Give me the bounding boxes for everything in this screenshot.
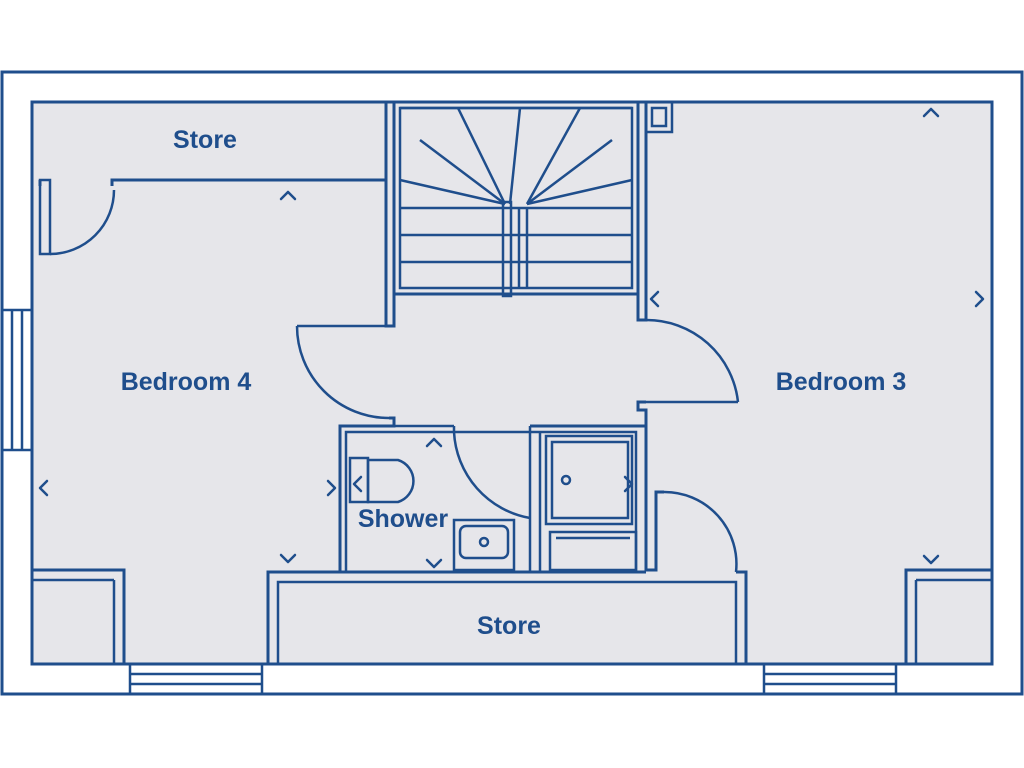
chevron-right-icon [974, 290, 985, 308]
chevron-down-icon [279, 553, 297, 564]
chevron-up-icon [279, 190, 297, 201]
chevron-right-icon [623, 475, 634, 493]
room-label-store-top: Store [173, 126, 237, 154]
bottom-window-left [128, 662, 264, 696]
bedroom-4-bottom-cupboard [32, 578, 116, 664]
bottom-window-right [762, 662, 898, 696]
toilet [348, 456, 415, 504]
store-top-walls [38, 102, 388, 256]
stairwell [392, 100, 640, 298]
room-label-shower: Shower [358, 505, 449, 533]
chevron-left-icon [352, 475, 363, 493]
shower-room [344, 424, 646, 574]
room-label-bedroom-4: Bedroom 4 [121, 368, 252, 396]
chevron-right-icon [326, 479, 337, 497]
chevron-down-icon [425, 558, 443, 569]
bedroom-3-walls [636, 102, 992, 664]
left-window [0, 308, 34, 452]
chevron-left-icon [38, 479, 49, 497]
chevron-left-icon [649, 290, 660, 308]
basin [452, 518, 516, 572]
dimension-markers [38, 107, 985, 569]
chevron-up-icon [922, 107, 940, 118]
room-label-bedroom-3: Bedroom 3 [776, 368, 907, 396]
chevron-down-icon [922, 554, 940, 565]
room-label-store-bottom: Store [477, 612, 541, 640]
chevron-up-icon [425, 437, 443, 448]
